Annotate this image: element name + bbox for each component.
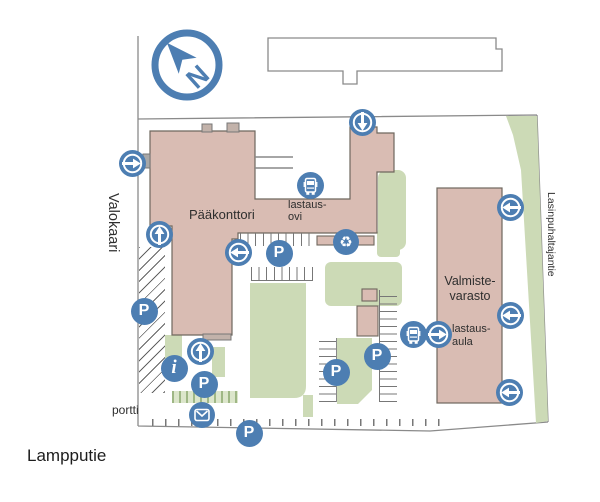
arrow-up-courtyard-icon	[145, 220, 173, 248]
gate-label: portti	[112, 403, 139, 417]
info-icon: i	[160, 354, 188, 382]
neighbor-building-outline	[267, 37, 503, 85]
compass-north-icon: N	[150, 28, 224, 102]
headquarters-label: Pääkonttori	[189, 207, 255, 222]
warehouse-building-shape	[436, 187, 503, 404]
plot-boundary	[137, 36, 549, 432]
recycle-icon: ♻	[333, 229, 359, 255]
parking-icon-2: P	[130, 297, 158, 325]
arrow-left-courtyard-icon	[224, 238, 252, 266]
boundary-fence-ticks	[152, 419, 442, 426]
loading-door-label: lastaus- ovi	[288, 199, 327, 223]
building-detail-tabs	[142, 122, 240, 341]
parking-icon-5-glyph: P	[330, 362, 342, 380]
parking-icon-4: P	[235, 419, 263, 447]
parking-icon-3-glyph: P	[198, 374, 210, 392]
mail-icon	[189, 402, 215, 428]
arrow-left-east-icon-3	[495, 378, 523, 406]
parking-icon-6: P	[363, 342, 391, 370]
arrow-right-loading-hall-icon	[424, 320, 452, 348]
arrow-down-icon	[348, 108, 376, 136]
parking-icon-6-glyph: P	[371, 346, 383, 364]
bus-loading-hall-icon	[399, 320, 427, 348]
arrow-left-east-icon-2	[496, 301, 524, 329]
bus-loading-door-icon	[296, 171, 324, 199]
loading-hall-label: lastaus- aula	[452, 323, 491, 348]
warehouse-label: Valmiste- varasto	[444, 274, 496, 303]
recycle-icon-glyph: ♻	[339, 232, 353, 251]
parking-icon-3: P	[190, 370, 218, 398]
parking-icon-2-glyph: P	[138, 301, 150, 319]
parking-icon-5: P	[322, 358, 350, 386]
arrow-right-west-entrance-icon	[118, 149, 146, 177]
parking-icon-1-glyph: P	[273, 243, 285, 261]
arrow-left-east-icon-1	[496, 193, 524, 221]
parking-row-middle	[251, 267, 313, 281]
parking-icon-1: P	[265, 239, 293, 267]
street-label-valokaari: Valokaari	[105, 193, 121, 253]
loading-canopy-lines	[255, 156, 293, 169]
main-building-shape	[149, 126, 395, 336]
street-label-lampputie: Lampputie	[27, 446, 107, 465]
arrow-up-gate-icon	[186, 337, 214, 365]
info-icon-glyph: i	[171, 356, 177, 378]
street-label-lasinpuhaltajantie: Lasinpuhaltajantie	[545, 192, 557, 277]
parking-icon-4-glyph: P	[243, 423, 255, 441]
